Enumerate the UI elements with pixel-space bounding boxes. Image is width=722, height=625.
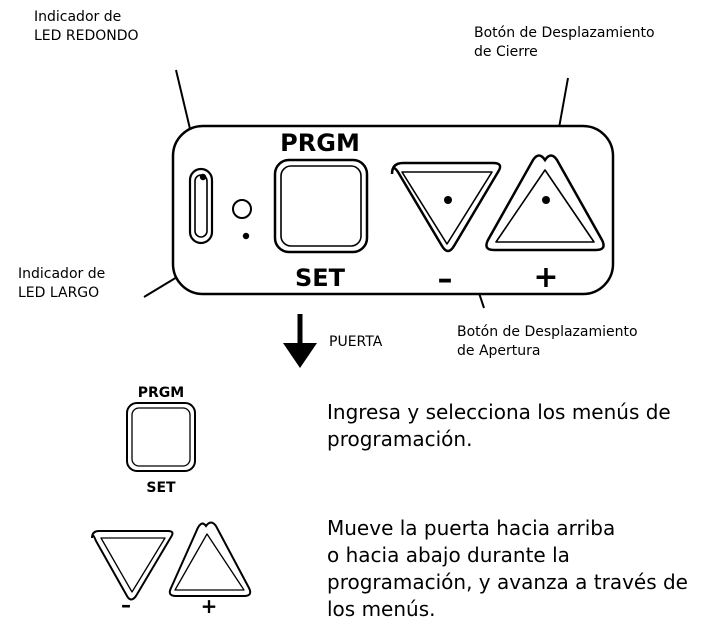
plus-label: + bbox=[533, 260, 558, 295]
legend-set-label: SET bbox=[146, 480, 176, 496]
door-arrow-head bbox=[283, 343, 317, 368]
legend-plus-label: + bbox=[201, 594, 218, 618]
close-button-callout: Botón de Desplazamiento de Cierre bbox=[474, 24, 655, 62]
arrows-description: Mueve la puerta hacia arriba o hacia aba… bbox=[327, 515, 688, 623]
prgm-set-description: Ingresa y selecciona los menús de progra… bbox=[327, 399, 671, 453]
minus-label: – bbox=[438, 262, 453, 297]
open-button-callout-line2: de Apertura bbox=[457, 343, 541, 359]
arrows-description-line4: los menús. bbox=[327, 597, 436, 621]
round-led-dot bbox=[242, 232, 250, 240]
close-button-callout-line1: Botón de Desplazamiento bbox=[474, 25, 655, 41]
round-led-callout: Indicador de LED REDONDO bbox=[34, 8, 139, 46]
prgm-set-description-line1: Ingresa y selecciona los menús de bbox=[327, 400, 671, 424]
open-button-callout-line1: Botón de Desplazamiento bbox=[457, 324, 638, 340]
long-led-callout-line1: Indicador de bbox=[18, 266, 106, 282]
arrows-description-line2: o hacia abajo durante la bbox=[327, 543, 570, 567]
round-led-callout-line1: Indicador de bbox=[34, 9, 122, 25]
open-button-dot bbox=[444, 196, 452, 204]
long-led-callout: Indicador de LED LARGO bbox=[18, 265, 105, 303]
prgm-label: PRGM bbox=[280, 129, 360, 157]
long-led-callout-line2: LED LARGO bbox=[18, 285, 100, 301]
arrows-description-line3: programación, y avanza a través de bbox=[327, 570, 688, 594]
close-button-dot bbox=[542, 196, 550, 204]
close-button-callout-line2: de Cierre bbox=[474, 44, 538, 60]
round-led bbox=[232, 199, 252, 219]
long-led-dot bbox=[199, 173, 207, 181]
legend-minus-label: – bbox=[121, 593, 131, 617]
open-button-callout: Botón de Desplazamiento de Apertura bbox=[457, 323, 638, 361]
door-arrow-label: PUERTA bbox=[329, 334, 383, 350]
prgm-set-description-line2: programación. bbox=[327, 427, 473, 451]
legend-prgm-label: PRGM bbox=[138, 385, 184, 401]
set-label: SET bbox=[295, 264, 346, 292]
round-led-callout-line2: LED REDONDO bbox=[34, 28, 139, 44]
arrows-description-line1: Mueve la puerta hacia arriba bbox=[327, 516, 616, 540]
